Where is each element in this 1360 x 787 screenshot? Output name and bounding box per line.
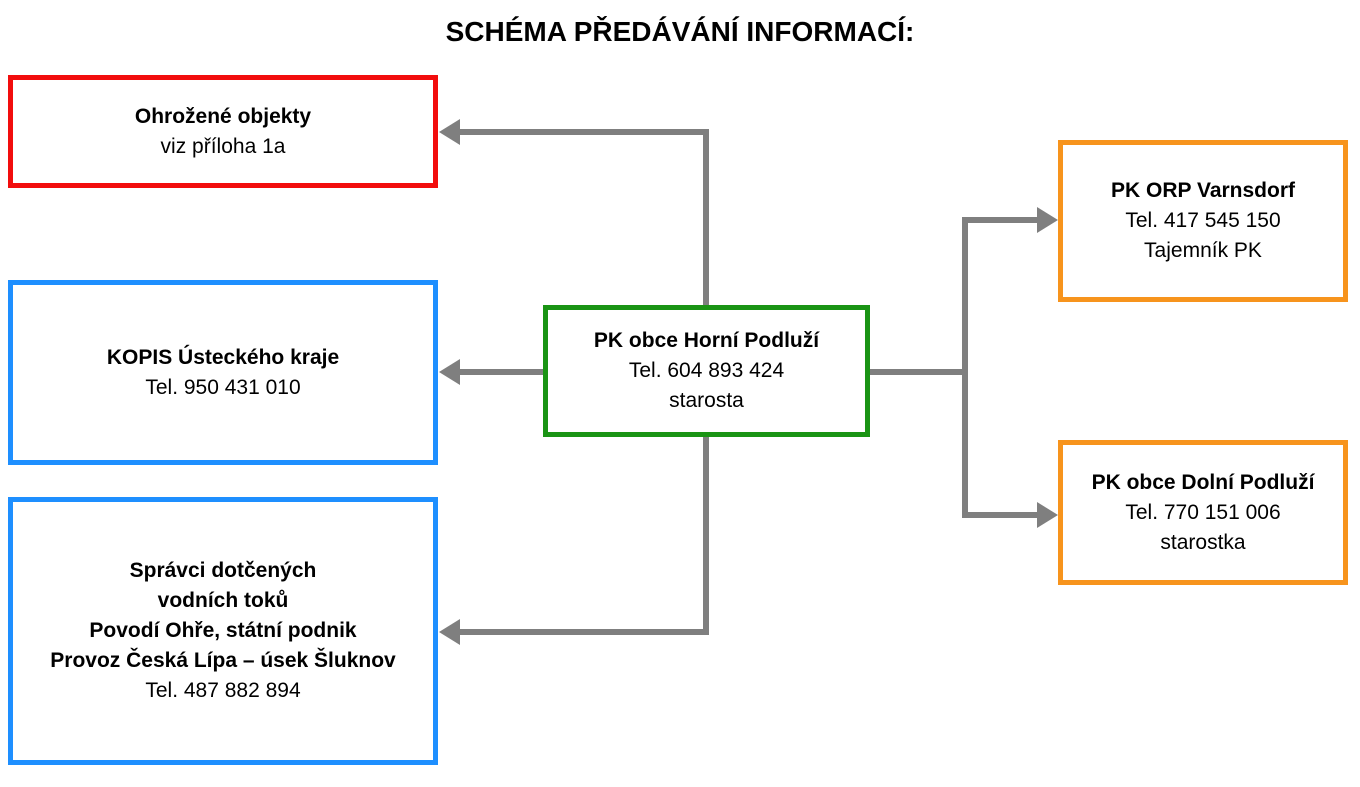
box-varnsdorf-phone: Tel. 417 545 150: [1125, 209, 1281, 232]
box-spravci-line: Provoz Česká Lípa – úsek Šluknov: [50, 649, 396, 672]
box-ohrozene-objekty: Ohrožené objekty viz příloha 1a: [8, 75, 438, 188]
connector-horizontal-to-varnsdorf: [962, 217, 1038, 223]
arrowhead-right-varnsdorf-icon: [1037, 207, 1058, 233]
box-dolni-phone: Tel. 770 151 006: [1125, 500, 1281, 524]
box-dolni-role: starostka: [1160, 530, 1246, 554]
arrowhead-right-dolni-icon: [1037, 502, 1058, 528]
box-kopis-title: KOPIS Ústeckého kraje: [106, 345, 340, 369]
box-pk-orp-varnsdorf: PK ORP Varnsdorf Tel. 417 545 150 Tajemn…: [1058, 140, 1348, 302]
diagram-title: SCHÉMA PŘEDÁVÁNÍ INFORMACÍ:: [445, 16, 915, 47]
box-spravci-line: Správci dotčených: [129, 559, 317, 582]
connector-horizontal-to-spravci: [460, 629, 709, 635]
connector-vertical-bottom: [703, 437, 709, 635]
box-ohrozene-title: Ohrožené objekty: [134, 104, 312, 128]
box-spravci-line: vodních toků: [157, 589, 289, 612]
connector-vertical-right: [962, 217, 968, 518]
box-kopis: KOPIS Ústeckého kraje Tel. 950 431 010: [8, 280, 438, 465]
box-spravci: Správci dotčených vodních toků Povodí Oh…: [8, 497, 438, 765]
box-kopis-phone: Tel. 950 431 010: [145, 375, 301, 399]
box-ohrozene-subtitle: viz příloha 1a: [160, 134, 286, 158]
connector-horizontal-to-dolni: [962, 512, 1038, 518]
arrowhead-left-kopis-icon: [439, 359, 460, 385]
box-spravci-phone: Tel. 487 882 894: [145, 679, 301, 702]
box-pk-dolni-podluzi: PK obce Dolní Podluží Tel. 770 151 006 s…: [1058, 440, 1348, 585]
arrowhead-left-ohrozene-icon: [439, 119, 460, 145]
connector-vertical-top: [703, 129, 709, 305]
box-pk-horni-podluzi: PK obce Horní Podluží Tel. 604 893 424 s…: [543, 305, 870, 437]
box-horni-role: starosta: [669, 389, 744, 412]
connector-horizontal-to-ohrozene: [460, 129, 709, 135]
box-dolni-title: PK obce Dolní Podluží: [1091, 470, 1315, 494]
box-horni-phone: Tel. 604 893 424: [628, 359, 785, 382]
box-varnsdorf-role: Tajemník PK: [1144, 239, 1262, 262]
box-spravci-line: Povodí Ohře, státní podnik: [89, 619, 357, 642]
box-varnsdorf-title: PK ORP Varnsdorf: [1111, 179, 1295, 202]
arrowhead-left-spravci-icon: [439, 619, 460, 645]
connector-horizontal-to-kopis: [460, 369, 545, 375]
box-horni-title: PK obce Horní Podluží: [593, 329, 820, 352]
connector-horizontal-right: [868, 369, 968, 375]
